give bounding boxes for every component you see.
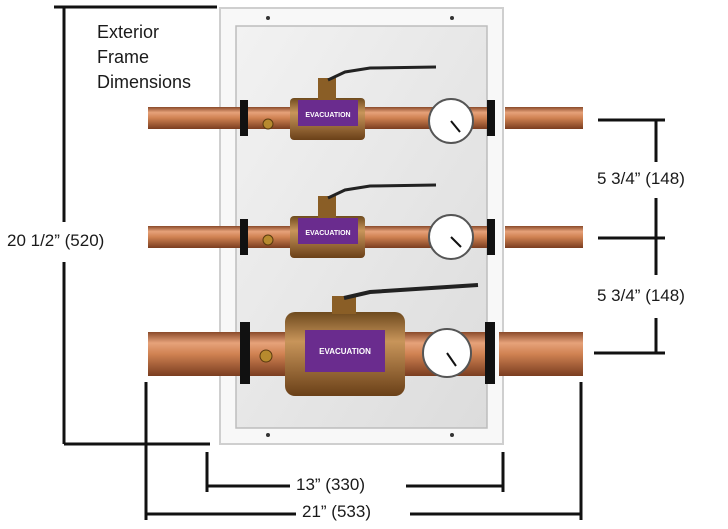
gauge-needle (450, 120, 461, 133)
pipe-assembly-bottom: EVACUATION (148, 283, 583, 396)
valve-stem (332, 296, 356, 314)
spacing-upper-label: 5 3/4” (148) (597, 169, 685, 188)
panel-flange-left (240, 219, 248, 255)
frame-dimensions-title: Exterior Frame Dimensions (97, 20, 191, 95)
title-line: Exterior (97, 22, 160, 42)
service-port (259, 349, 273, 363)
pipe-assembly-top: EVACUATION (148, 65, 583, 144)
copper-pipe-left (148, 226, 243, 248)
panel-flange-left (240, 100, 248, 136)
service-port (262, 118, 274, 130)
copper-pipe-right (505, 107, 583, 129)
panel-flange-left (240, 322, 250, 384)
valve-handle (327, 183, 437, 200)
valve-stem (318, 78, 336, 100)
overall-height-label: 20 1/2” (520) (7, 231, 105, 250)
panel-flange-right (487, 219, 495, 255)
frame-screw (450, 16, 454, 20)
frame-screw (266, 433, 270, 437)
title-line: Dimensions (97, 72, 192, 92)
valve-stem (318, 196, 336, 218)
pipe-assembly-middle: EVACUATION (148, 183, 583, 260)
panel-flange-right (487, 100, 495, 136)
copper-pipe-left (148, 332, 243, 376)
frame-screw (450, 433, 454, 437)
valve-label (305, 330, 385, 372)
frame-width-label: 13” (330) (296, 475, 365, 494)
valve-label-text: EVACUATION (319, 347, 371, 356)
gauge-needle (446, 352, 457, 367)
title-line: Frame (97, 47, 150, 67)
valve-label-text: EVACUATION (305, 112, 350, 119)
panel-flange-right (485, 322, 495, 384)
copper-pipe-left (148, 107, 243, 129)
valve-label-text: EVACUATION (305, 230, 350, 237)
dimension-lines (54, 5, 665, 520)
valve-label (298, 218, 358, 244)
service-port (262, 234, 274, 246)
frame-screw (266, 16, 270, 20)
copper-pipe-right (505, 226, 583, 248)
spacing-lower-label: 5 3/4” (148) (597, 286, 685, 305)
gauge-needle (450, 236, 462, 248)
overall-width-label: 21” (533) (302, 502, 371, 521)
valve-handle (327, 65, 437, 82)
copper-pipe-right (499, 332, 583, 376)
valve-label (298, 100, 358, 126)
valve-handle (343, 283, 479, 300)
